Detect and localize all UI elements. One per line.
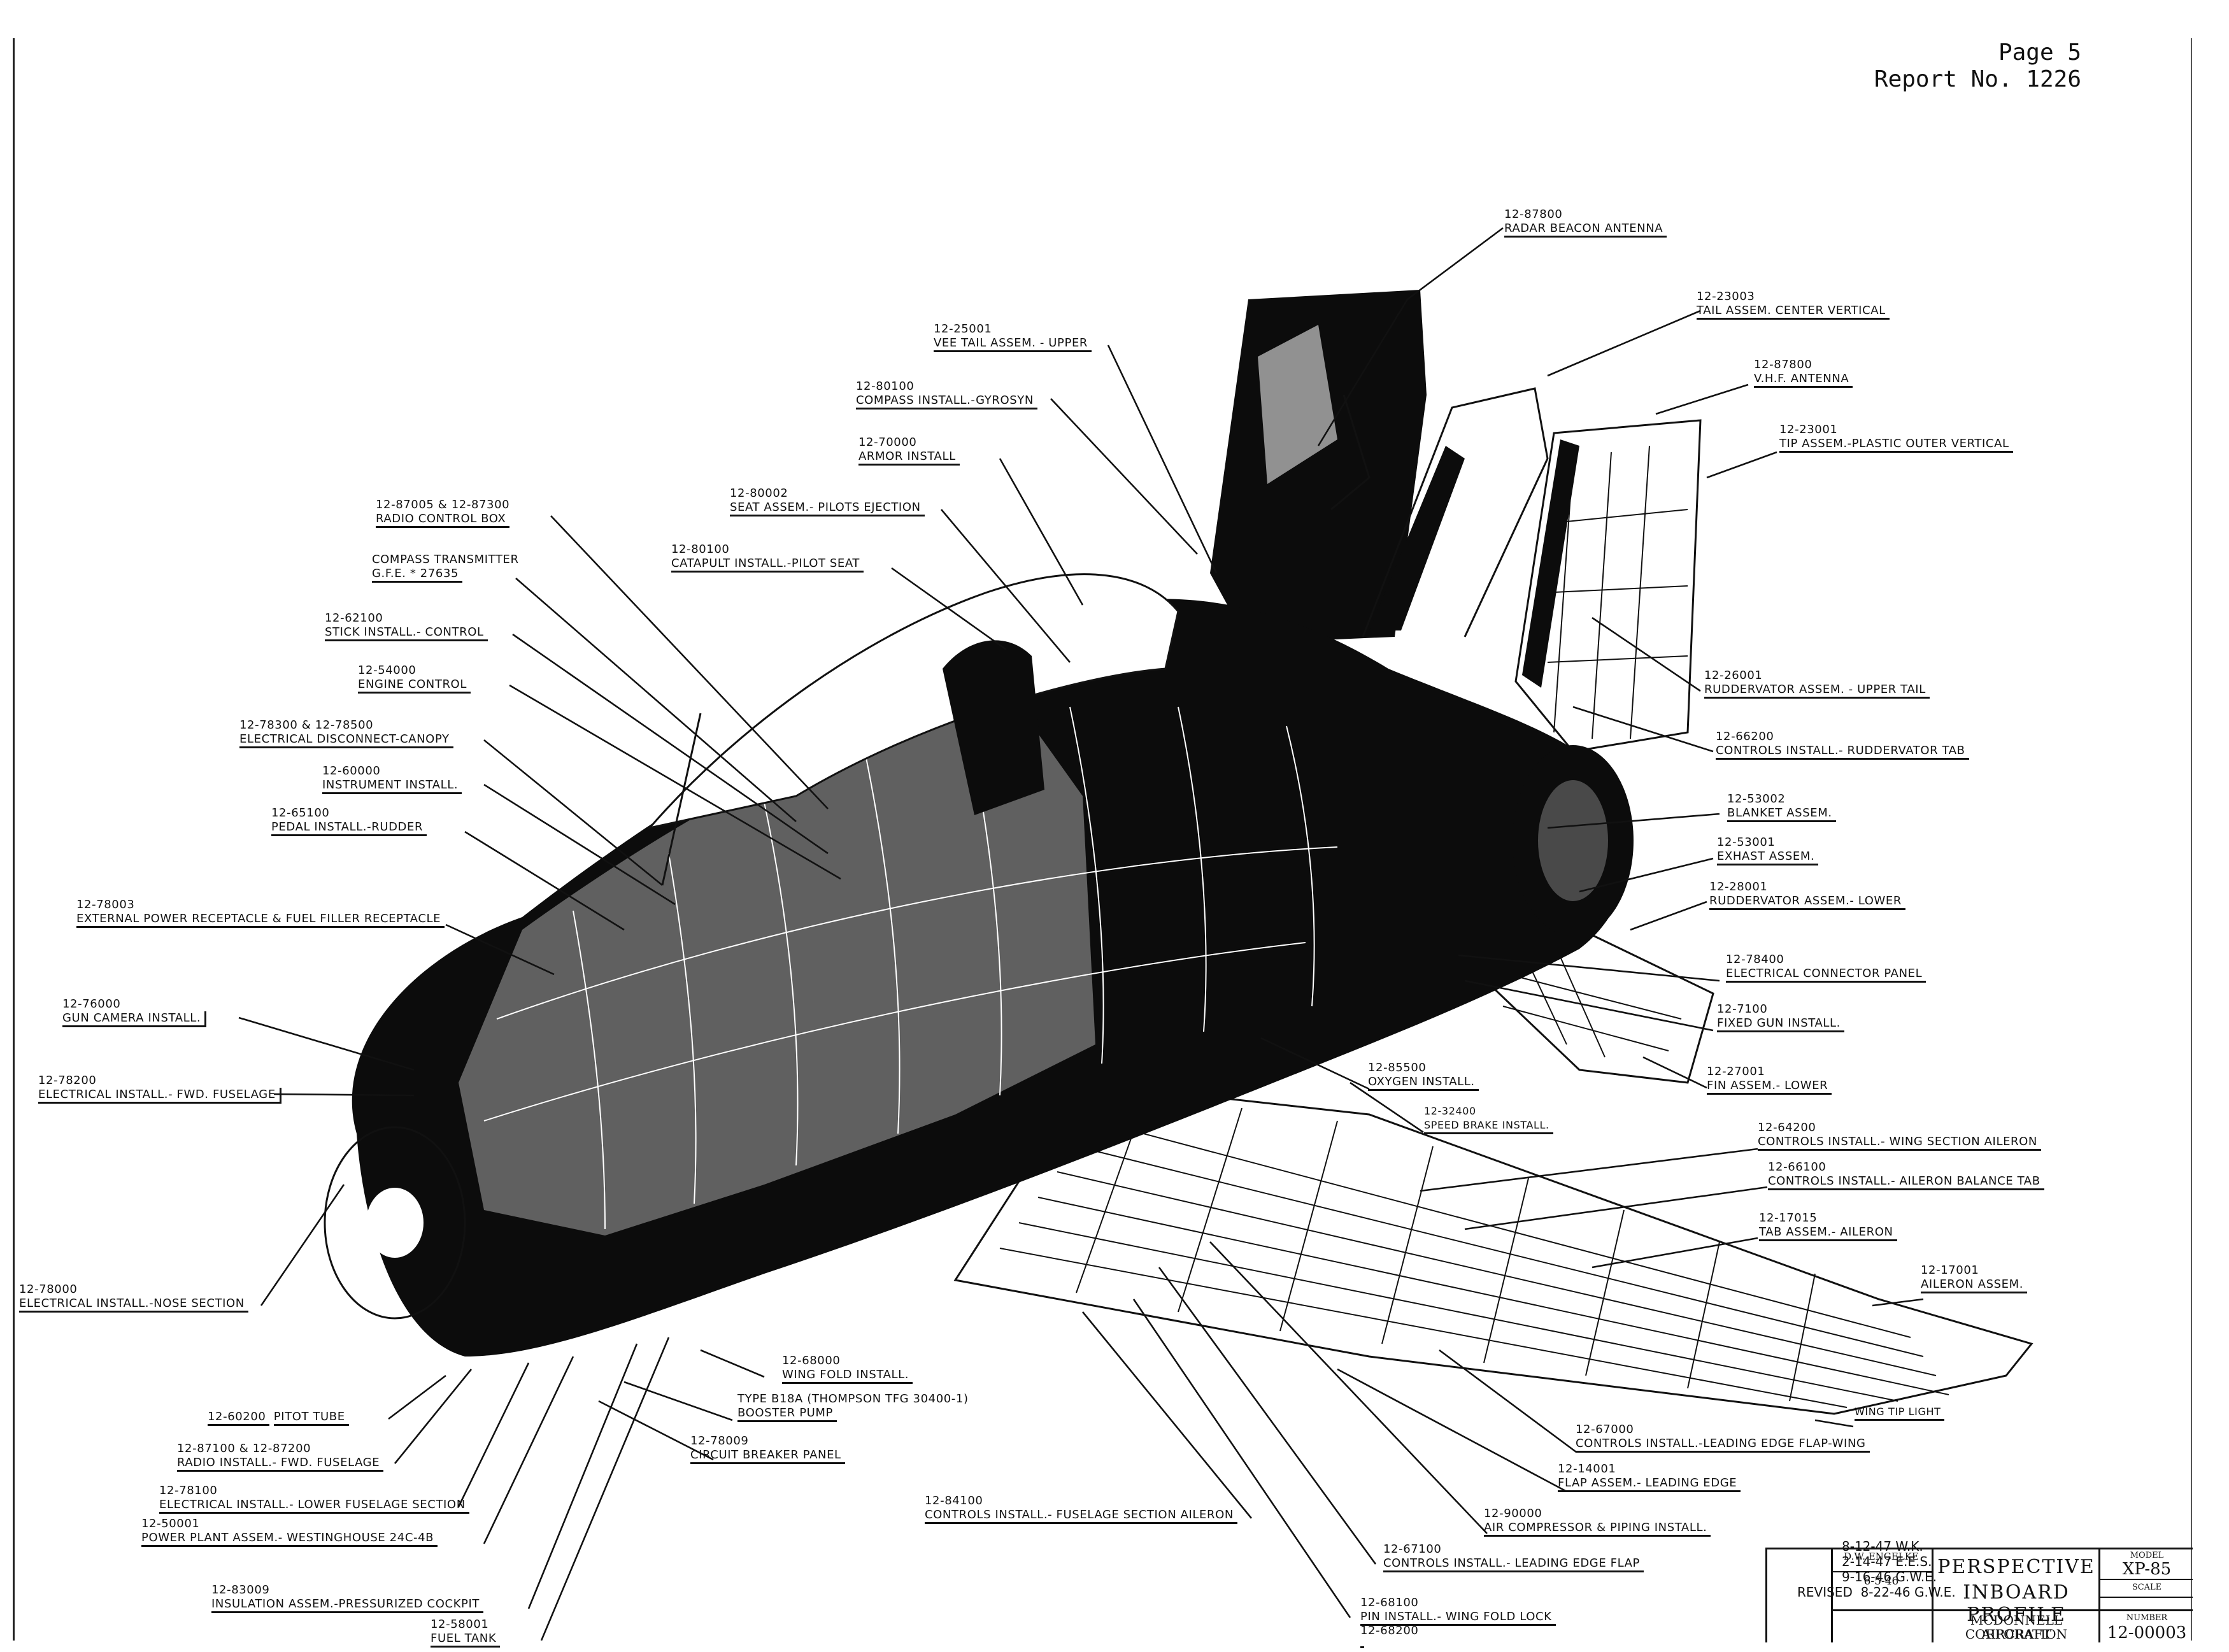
model-number: XP-85: [2122, 1560, 2172, 1579]
callout-controls-leading-edge-flap-wing: 12-67000Controls Install.-Leading Edge F…: [1576, 1423, 1870, 1453]
callout-controls-fuselage-aileron: 12-84100Controls Install.- Fuselage Sect…: [925, 1494, 1237, 1524]
callout-air-compressor: 12-90000Air Compressor & Piping Install.: [1484, 1507, 1711, 1537]
callout-electrical-connector-panel: 12-78400Electrical Connector Panel: [1726, 953, 1926, 983]
callout-wing-tip-light: Wing Tip Light: [1855, 1405, 1945, 1421]
callout-engine-control: 12-54000Engine Control: [358, 664, 471, 694]
callout-fin-assem-lower: 12-27001Fin Assem.- Lower: [1707, 1065, 1832, 1095]
report-number: Report No. 1226: [1874, 66, 2081, 92]
revision-entry: 8-12-47 W.K.: [1842, 1539, 1923, 1554]
callout-ruddervator-lower: 12-28001Ruddervator Assem.- Lower: [1709, 880, 1906, 910]
callout-electrical-fwd-fuselage: 12-78200Electrical Install.- Fwd. Fusela…: [38, 1074, 281, 1104]
scale-label: Scale: [2132, 1583, 2162, 1592]
callout-oxygen-install: 12-85500Oxygen Install.: [1368, 1061, 1479, 1091]
sheet-border-right: [2191, 38, 2192, 1641]
revision-list: 8-12-47 W.K. 2-14-47 E.E.S. 9-16-46 G.W.…: [1797, 1539, 1956, 1600]
leader-lines: [238, 227, 1924, 1641]
callout-pedal-install-rudder: 12-65100Pedal Install.-Rudder: [271, 806, 427, 836]
callout-compass-transmitter: Compass TransmitterG.F.E. * 27635: [372, 553, 519, 583]
callout-ruddervator-upper-tail: 12-26001Ruddervator Assem. - Upper Tail: [1704, 669, 1930, 699]
callout-seat-ejection: 12-80002Seat Assem.- Pilots Ejection: [730, 487, 925, 516]
title-line-2: Inboard Profile: [1963, 1581, 2070, 1626]
sheet-border-left: [13, 38, 15, 1641]
revision-label: Revised: [1797, 1584, 1853, 1600]
model-label: Model: [2130, 1551, 2164, 1560]
callout-exhaust-assem: 12-53001Exhast Assem.: [1717, 836, 1819, 865]
callout-fixed-gun-install: 12-7100Fixed Gun Install.: [1717, 1002, 1844, 1032]
callout-stick-install: 12-62100Stick Install.- Control: [325, 611, 488, 641]
callout-pin-wing-fold-lock: 12-68100Pin Install.- Wing Fold Lock: [1360, 1596, 1556, 1626]
callout-catapult-pilot-seat: 12-80100Catapult Install.-Pilot Seat: [671, 543, 864, 573]
drawn-by: D.W. Engelke: [1844, 1551, 1919, 1562]
drawing-number: 12-00003: [2107, 1623, 2187, 1642]
callout-controls-wing-aileron: 12-64200Controls Install.- Wing Section …: [1758, 1121, 2041, 1151]
callout-electrical-lower-fuselage: 12-78100Electrical Install.- Lower Fusel…: [159, 1484, 469, 1514]
tail-tip-outer-vertical: [1514, 419, 1702, 753]
callout-instrument-install: 12-60000Instrument Install.: [322, 764, 462, 794]
callout-tip-assem-outer-vertical: 12-23001Tip Assem.-Plastic Outer Vertica…: [1779, 423, 2013, 453]
callout-wing-fold-install: 12-68000Wing Fold Install.: [782, 1354, 913, 1384]
callout-controls-leading-edge-flap: 12-67100Controls Install.- Leading Edge …: [1383, 1542, 1644, 1572]
callout-controls-ruddervator-tab: 12-66200Controls Install.- Ruddervator T…: [1716, 730, 1969, 760]
callout-12-68200: 12-68200: [1360, 1624, 1418, 1652]
callout-blanket-assem: 12-53002Blanket Assem.: [1727, 792, 1836, 822]
callout-gun-camera: 12-76000Gun Camera Install.: [62, 997, 207, 1027]
callout-electrical-nose-section: 12-78000Electrical Install.-Nose Section: [19, 1283, 248, 1313]
company-line-2: Corporation: [1965, 1627, 2068, 1642]
title-line-1: Perspective: [1937, 1556, 2095, 1578]
callout-circuit-breaker-panel: 12-78009Circuit Breaker Panel: [690, 1434, 845, 1464]
callout-aileron-assem: 12-17001Aileron Assem.: [1921, 1264, 2028, 1293]
callout-compass-gyrosyn: 12-80100Compass Install.-Gyrosyn: [856, 380, 1037, 409]
wing: [953, 1081, 2033, 1415]
callout-radio-fwd-fuselage: 12-87100 & 12-87200Radio Install.- Fwd. …: [177, 1442, 384, 1472]
callout-speed-brake: 12-32400Speed Brake Install.: [1424, 1104, 1553, 1134]
callout-fuel-tank: 12-58001Fuel Tank: [431, 1618, 501, 1648]
callout-tail-center-vertical: 12-23003Tail Assem. Center Vertical: [1697, 290, 1890, 320]
callout-vee-tail-upper: 12-25001Vee Tail Assem. - Upper: [934, 322, 1092, 352]
page-number: Page 5: [1998, 39, 2081, 66]
callout-armor-install: 12-70000Armor Install: [858, 436, 960, 466]
callout-power-plant-westinghouse: 12-50001Power Plant Assem.- Westinghouse…: [141, 1517, 438, 1547]
tail-center-vertical: [1362, 387, 1549, 637]
number-label: Number: [2126, 1613, 2168, 1623]
vee-tail-upper: [1210, 290, 1427, 643]
callout-electrical-disconnect-canopy: 12-78300 & 12-78500Electrical Disconnect…: [239, 718, 453, 748]
callout-radar-beacon-antenna: 12-87800Radar Beacon Antenna: [1504, 208, 1667, 238]
callout-tab-assem-aileron: 12-17015Tab Assem.- Aileron: [1759, 1211, 1897, 1241]
drawing-date: 6-5-46: [1863, 1575, 1899, 1588]
callout-radio-control-box: 12-87005 & 12-87300Radio Control Box: [376, 498, 510, 528]
title-block: D.W. Engelke 6-5-46 Perspective Inboard …: [1765, 1548, 2193, 1642]
revision-entry: 8-22-46 G.W.E.: [1860, 1584, 1956, 1600]
fuselage: [324, 573, 1634, 1356]
callout-insulation-pressurized-cockpit: 12-83009Insulation Assem.-Pressurized Co…: [211, 1583, 484, 1613]
callout-flap-assem-leading-edge: 12-14001Flap Assem.- Leading Edge: [1558, 1462, 1741, 1492]
callout-aileron-balance-tab: 12-66100Controls Install.- Aileron Balan…: [1768, 1160, 2044, 1190]
callout-pitot-tube: 12-60200 Pitot Tube: [208, 1410, 349, 1426]
revision-entry: 2-14-47 E.E.S.: [1842, 1554, 1932, 1569]
callout-external-power-receptacle: 12-78003External Power Receptacle & Fuel…: [76, 898, 445, 928]
callout-booster-pump: Type B18A (Thompson TFG 30400-1)Booster …: [737, 1392, 969, 1422]
company-line-1: McDonnell Aircraft: [1970, 1613, 2063, 1642]
